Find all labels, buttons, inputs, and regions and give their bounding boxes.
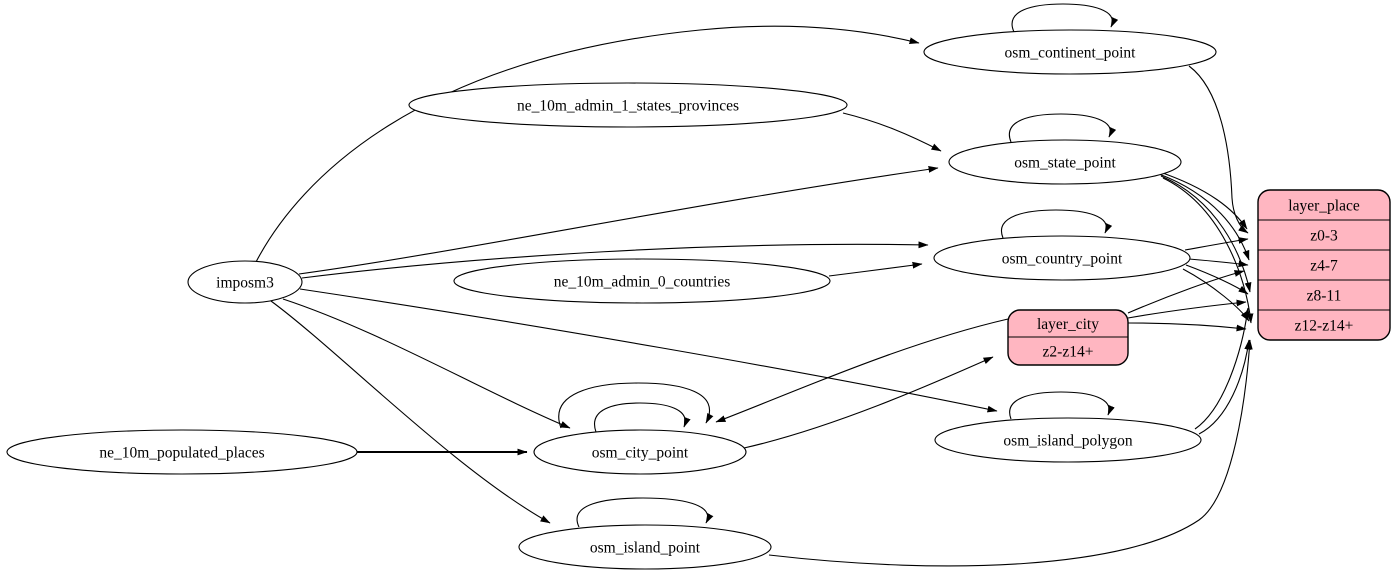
node-shape-osm_island_point [518, 524, 772, 570]
edge-osm_city_point-to-osm_city_point [594, 402, 691, 433]
edge-osm_country_point-to-layer_place:z4-7 [1188, 258, 1249, 268]
edge-imposm3-to-osm_continent_point [255, 25, 920, 263]
node-osm_state_point: osm_state_point [948, 139, 1182, 185]
record-layer_city: layer_city z2-z14+ [1007, 309, 1129, 366]
edge-osm_state_point-to-osm_state_point [1008, 113, 1117, 143]
node-shape-osm_country_point [933, 235, 1191, 281]
record-row-layer_place-z8-11: z8-11 [1307, 288, 1342, 305]
edge-osm_country_point-to-osm_country_point [1000, 209, 1113, 239]
node-shape-osm_continent_point [923, 29, 1217, 75]
node-label-ne_10m_admin_0_countries: ne_10m_admin_0_countries [554, 274, 731, 291]
record-layer_place: layer_place z0-3 z4-7 z8-11 z12-z14+ [1257, 189, 1391, 341]
node-shape-ne_10m_admin_1_states_provinces [408, 82, 848, 128]
edge-ne_10m_admin_0_countries-to-osm_country_point [828, 261, 923, 277]
node-shape-imposm3 [187, 260, 303, 304]
nodes-layer: imposm3 ne_10m_admin_1_states_provincesne… [6, 29, 1391, 570]
record-title-layer_city: layer_city [1037, 316, 1099, 333]
edge-osm_state_point-to-layer_place:z0-3 [1156, 170, 1248, 230]
edge-osm_city_point-to-layer_city [743, 356, 994, 449]
record-title-layer_place: layer_place [1288, 198, 1360, 215]
edge-imposm3-to-osm_city_point [282, 298, 571, 429]
node-shape-osm_city_point [533, 429, 747, 475]
node-label-osm_state_point: osm_state_point [1014, 155, 1116, 172]
node-shape-ne_10m_populated_places [6, 429, 358, 475]
edge-osm_state_point-to-layer_place:z8-11 [1160, 175, 1252, 293]
edge-osm_continent_point-to-layer_place:z0-3 [1188, 65, 1249, 234]
edge-osm_state_point-to-layer_place:z4-7 [1158, 173, 1250, 261]
node-ne_10m_populated_places: ne_10m_populated_places [6, 429, 358, 475]
edge-osm_country_point-to-layer_place:z8-11 [1185, 264, 1249, 295]
node-label-osm_city_point: osm_city_point [592, 445, 689, 462]
edge-layer_city-to-layer_place:z4-7 [1127, 270, 1245, 314]
node-label-osm_continent_point: osm_continent_point [1005, 45, 1137, 62]
node-shape-ne_10m_admin_0_countries [453, 258, 831, 304]
edge-layer_city-to-osm_city_point [715, 318, 1009, 423]
record-row-layer_place-z12-z14+: z12-z14+ [1295, 318, 1354, 335]
record-row-layer_place-z0-3: z0-3 [1310, 228, 1338, 245]
edge-imposm3-to-osm_island_point [270, 300, 551, 524]
node-shape-osm_island_polygon [934, 417, 1202, 463]
node-osm_city_point: osm_city_point [533, 429, 747, 475]
node-osm_island_point: osm_island_point [518, 524, 772, 570]
edges-layer [255, 3, 1254, 567]
node-ne_10m_admin_0_countries: ne_10m_admin_0_countries [453, 258, 831, 304]
node-label-imposm3: imposm3 [216, 275, 274, 292]
edge-imposm3-to-osm_country_point [301, 241, 929, 279]
edge-imposm3-to-osm_state_point [298, 165, 939, 275]
edge-ne_10m_admin_1_states_provinces-to-osm_state_point [842, 112, 942, 152]
node-label-osm_island_polygon: osm_island_polygon [1003, 433, 1132, 450]
node-label-osm_country_point: osm_country_point [1002, 251, 1123, 268]
edge-osm_continent_point-to-osm_continent_point [1011, 3, 1119, 33]
edge-osm_island_polygon-to-layer_place:z8-11 [1194, 307, 1251, 430]
edge-osm_country_point-to-layer_place:z0-3 [1184, 237, 1249, 251]
record-row-layer_place-z4-7: z4-7 [1310, 258, 1338, 275]
node-ne_10m_admin_1_states_provinces: ne_10m_admin_1_states_provinces [408, 82, 848, 128]
edge-osm_city_point-to-osm_city_point [558, 382, 714, 429]
edge-imposm3-to-osm_island_polygon [299, 288, 998, 413]
record-row-layer_city-z2-z14+: z2-z14+ [1043, 344, 1094, 361]
edge-osm_island_polygon-to-layer_place:z12-z14+ [1198, 339, 1252, 435]
edge-layer_city-to-layer_place:z8-11 [1127, 299, 1247, 319]
record-shape-layer_place [1257, 189, 1391, 341]
edge-osm_island_point-to-osm_island_point [576, 497, 714, 528]
edge-osm_island_point-to-layer_place:z12-z14+ [768, 339, 1253, 567]
node-shape-osm_state_point [948, 139, 1182, 185]
node-imposm3: imposm3 [187, 260, 303, 304]
node-label-ne_10m_admin_1_states_provinces: ne_10m_admin_1_states_provinces [517, 98, 739, 115]
node-label-ne_10m_populated_places: ne_10m_populated_places [99, 445, 264, 462]
node-osm_island_polygon: osm_island_polygon [934, 417, 1202, 463]
edge-layer_city-to-layer_place:z12-z14+ [1127, 322, 1247, 332]
edge-osm_island_polygon-to-osm_island_polygon [1009, 391, 1115, 420]
node-osm_country_point: osm_country_point [933, 235, 1191, 281]
node-label-osm_island_point: osm_island_point [590, 540, 701, 557]
node-osm_continent_point: osm_continent_point [923, 29, 1217, 75]
